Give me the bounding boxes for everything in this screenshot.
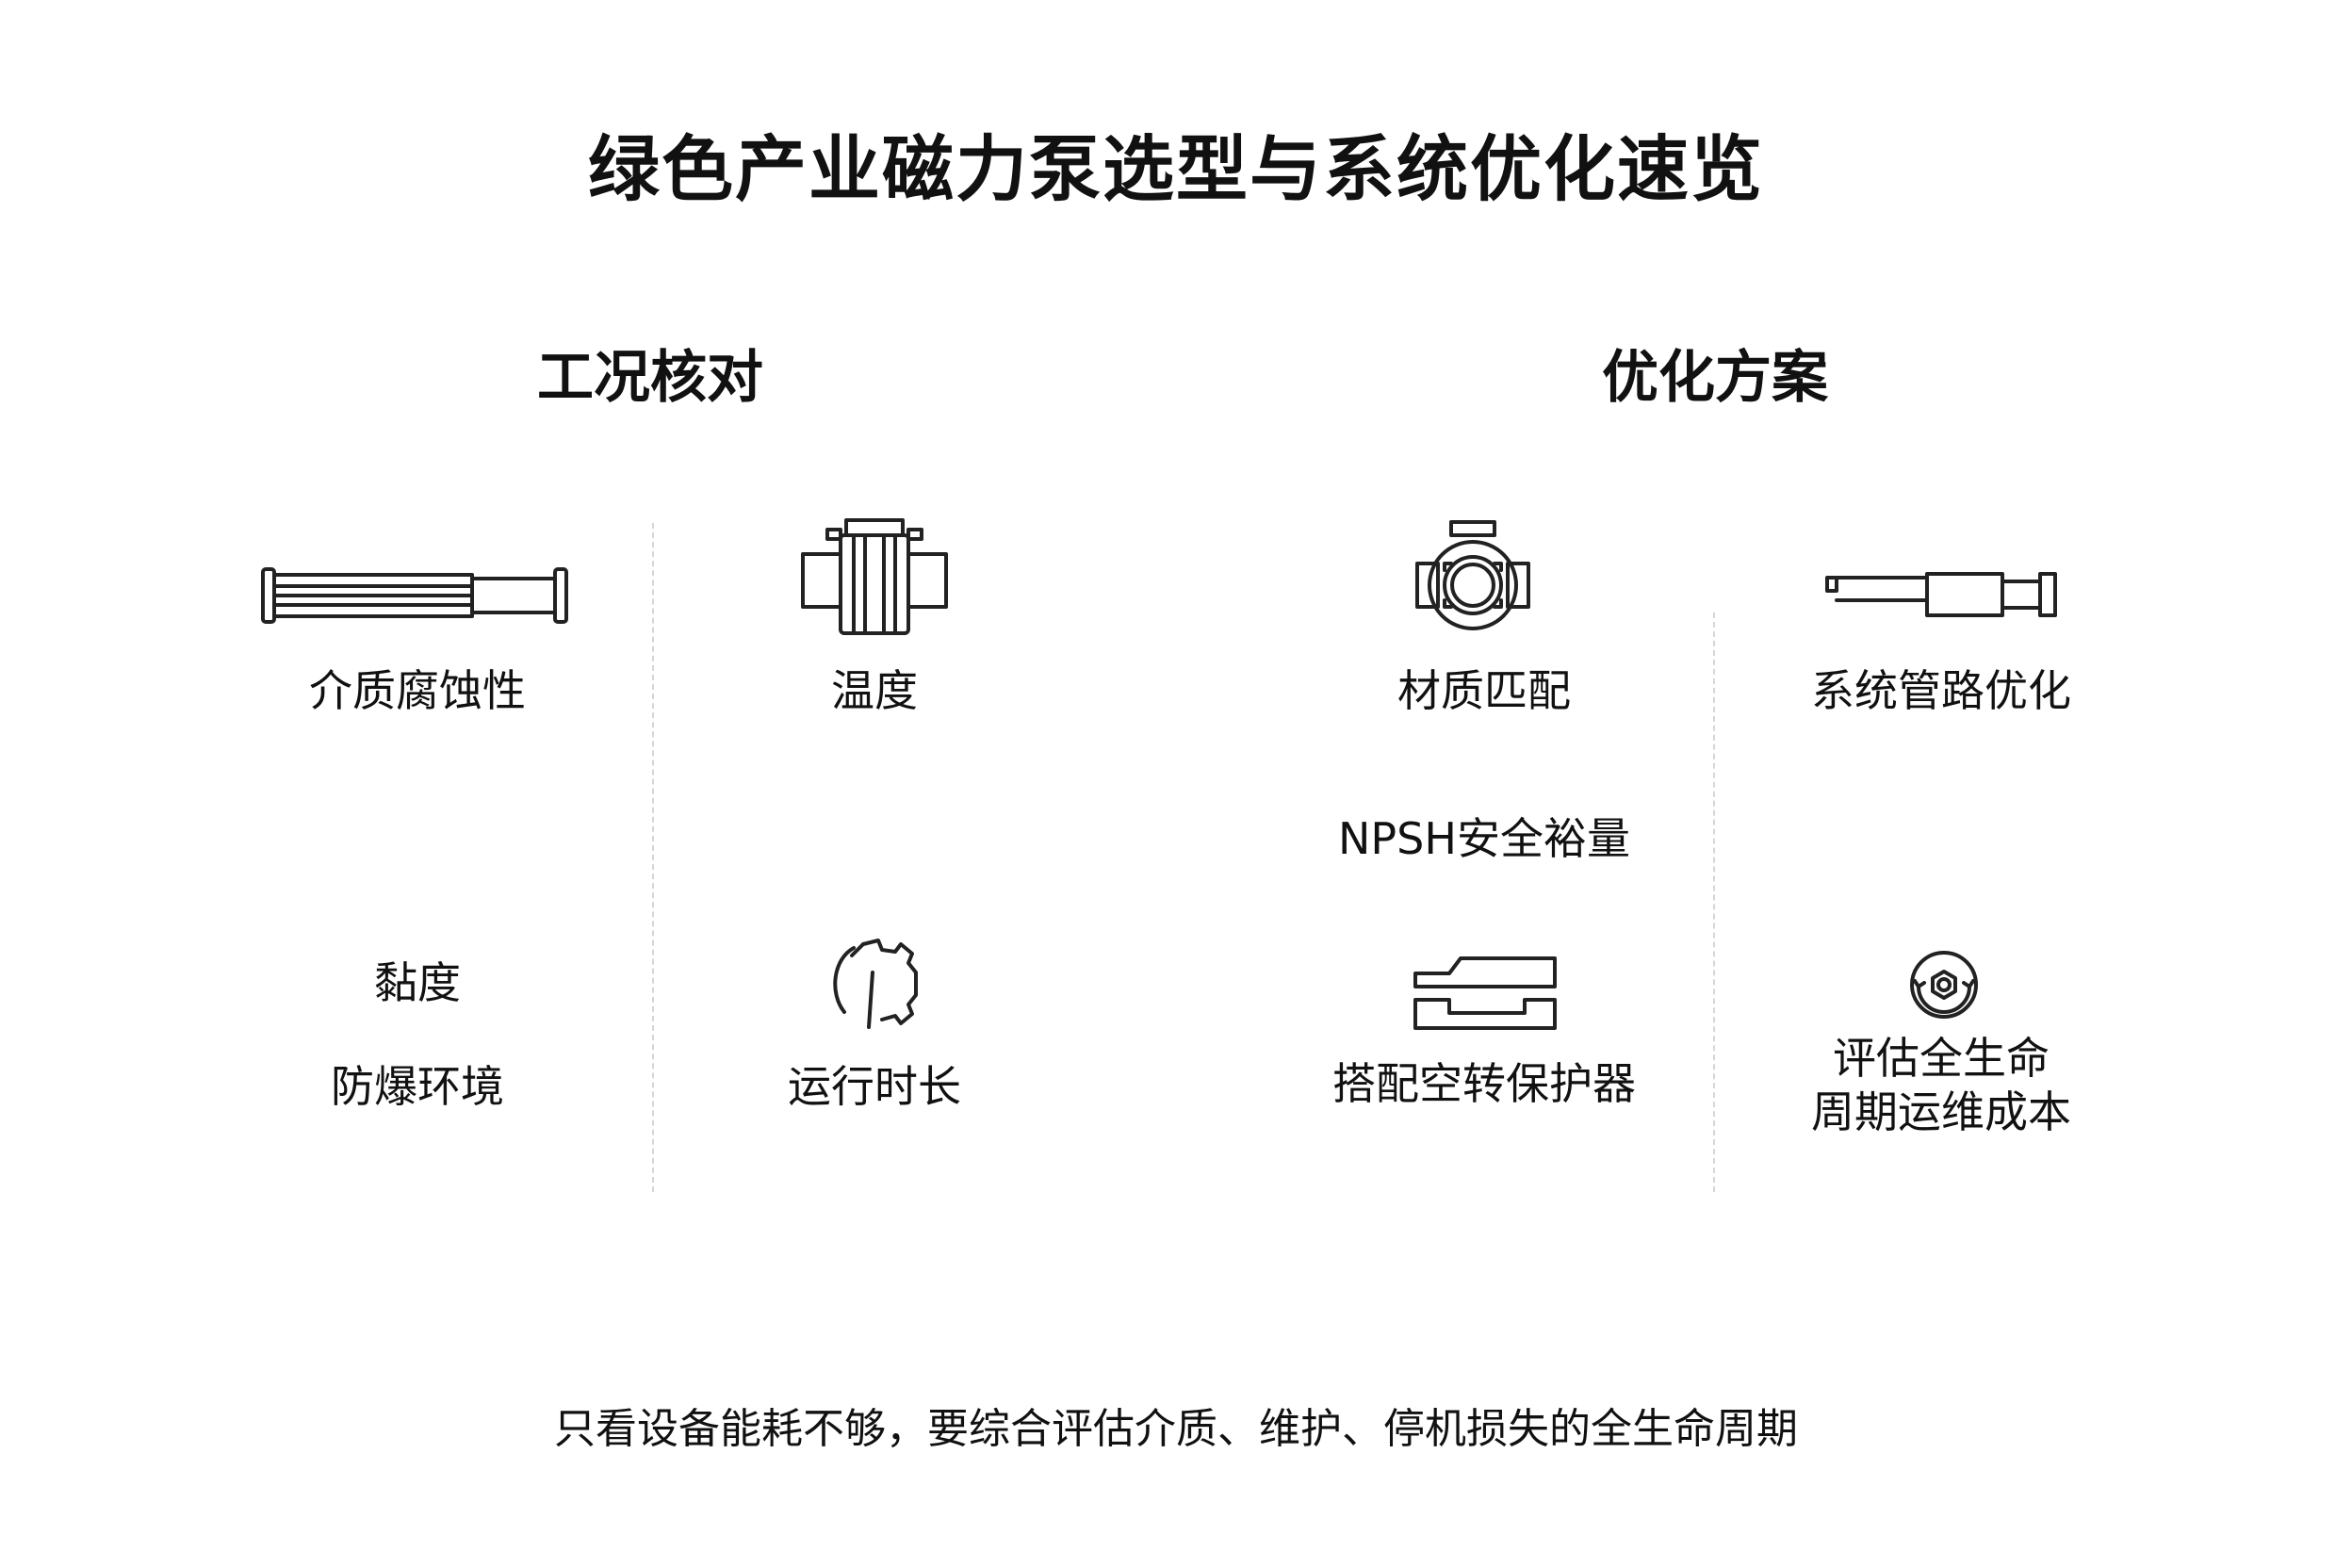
label-npsh-margin: NPSH安全裕量: [1338, 813, 1630, 864]
valve-coupling-icon: [801, 518, 948, 635]
label-medium-corrosion: 介质腐蚀性: [309, 665, 526, 716]
pump-housing-icon: [1415, 520, 1530, 630]
label-lifecycle-line1: 评估全生命: [1833, 1033, 2050, 1084]
label-lifecycle-line2: 周期运维成本: [1811, 1086, 2071, 1137]
divider-right: [1713, 612, 1715, 1192]
label-viscosity: 黏度: [374, 957, 461, 1008]
divider-left: [652, 523, 654, 1192]
label-piping-optimization: 系统管路优化: [1811, 665, 2071, 716]
pipe-fitting-icon: [1825, 572, 2057, 617]
label-explosion-proof: 防爆环境: [331, 1061, 504, 1112]
section-title-condition-check: 工况核对: [537, 345, 763, 411]
gear-fragment-icon: [833, 939, 918, 1029]
bearing-ring-icon: [1910, 951, 1978, 1019]
pipe-tube-icon: [261, 567, 568, 624]
footer-note: 只看设备能耗不够，要综合评估介质、维护、停机损失的全生命周期: [554, 1405, 1798, 1453]
label-dry-run-protector: 搭配空转保护器: [1332, 1058, 1636, 1109]
page-title: 绿色产业磁力泵选型与系统优化速览: [588, 127, 1764, 211]
label-material-matching: 材质匹配: [1397, 665, 1571, 716]
label-runtime: 运行时长: [788, 1061, 961, 1112]
section-title-optimization: 优化方案: [1602, 345, 1828, 411]
protector-bracket-icon: [1413, 956, 1557, 1030]
label-temperature: 温度: [831, 665, 918, 716]
